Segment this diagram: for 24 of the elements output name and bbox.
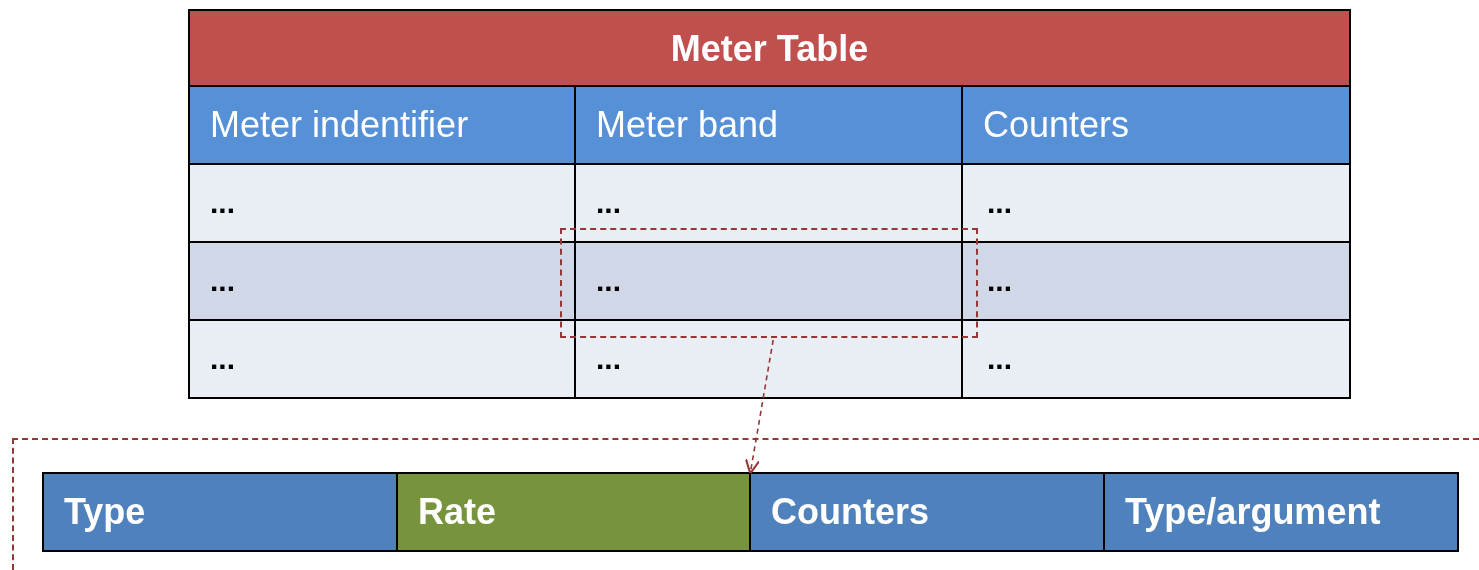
table-cell: ... [961,319,1351,399]
column-header: Counters [961,85,1351,165]
table-cell: ... [574,241,963,321]
highlight-frame [560,228,978,338]
field [751,474,1105,550]
table-cell: ... [961,163,1351,243]
field [44,474,398,550]
field [1105,474,1457,550]
table-cell: ... [188,241,576,321]
table-cell: ... [961,241,1351,321]
arrow [744,339,774,475]
field [398,474,751,550]
field-label: Counters [771,491,929,533]
table-cell: ... [188,163,576,243]
column-header: Meter indentifier [188,85,576,165]
table-cell: ... [574,319,963,399]
table-cell: ... [574,163,963,243]
column-header: Meter band [574,85,963,165]
expansion-region [12,438,1479,570]
field-bar [42,472,1459,552]
field-label: Type [64,491,146,533]
field-label: Rate [418,491,497,533]
field-label: Type/argument [1125,491,1381,533]
table-cell: ... [188,319,576,399]
